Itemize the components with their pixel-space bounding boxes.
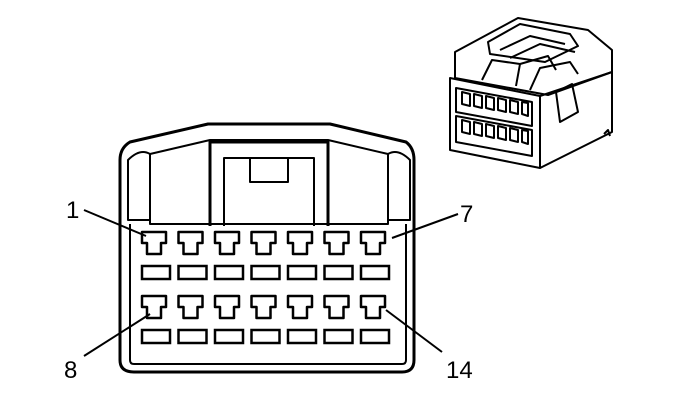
terminal-cavity-13 [323, 294, 350, 320]
terminal-lock-slot-6 [323, 264, 354, 281]
terminal-grid [140, 230, 391, 345]
terminal-cavity-4 [250, 230, 277, 256]
pin-label-7: 7 [460, 201, 473, 228]
terminal-cavity-6 [323, 230, 350, 256]
terminal-lock-slot-2 [177, 264, 208, 281]
connector-isometric-view [449, 17, 613, 169]
pin-label-1: 1 [66, 197, 79, 224]
terminal-lock-slot-5 [286, 264, 318, 281]
terminal-cavity-3 [213, 230, 241, 256]
terminal-lock-slot-14 [359, 328, 391, 345]
terminal-cavity-9 [177, 294, 204, 320]
pin-label-14: 14 [446, 357, 473, 384]
leader-lines [83, 209, 459, 357]
leader-line-pin-1 [83, 209, 147, 237]
leader-line-pin-8 [83, 313, 151, 357]
terminal-lock-slot-9 [177, 328, 208, 345]
terminal-cavity-8 [140, 294, 168, 320]
terminal-cavity-7 [359, 230, 387, 256]
terminal-cavity-1 [140, 230, 168, 256]
terminal-lock-slot-11 [250, 328, 281, 345]
isometric-terminal-cavities [455, 87, 533, 157]
leader-line-pin-14 [385, 309, 443, 353]
terminal-cavity-14 [359, 294, 387, 320]
terminal-lock-slot-12 [286, 328, 318, 345]
terminal-lock-slot-7 [359, 264, 391, 281]
terminal-lock-slot-1 [140, 264, 172, 281]
leader-line-pin-7 [391, 213, 459, 239]
terminal-cavity-2 [177, 230, 204, 256]
connector-front-view [118, 122, 416, 374]
terminal-cavity-5 [286, 230, 314, 256]
terminal-lock-slot-13 [323, 328, 354, 345]
pin-label-8: 8 [64, 357, 77, 384]
terminal-cavity-12 [286, 294, 314, 320]
terminal-lock-slot-10 [213, 328, 245, 345]
terminal-lock-slot-3 [213, 264, 245, 281]
terminal-lock-slot-8 [140, 328, 172, 345]
connector-housing-outline [118, 122, 416, 374]
terminal-cavity-10 [213, 294, 241, 320]
terminal-cavity-11 [250, 294, 277, 320]
locking-latch [208, 140, 330, 226]
terminal-lock-slot-4 [250, 264, 281, 281]
